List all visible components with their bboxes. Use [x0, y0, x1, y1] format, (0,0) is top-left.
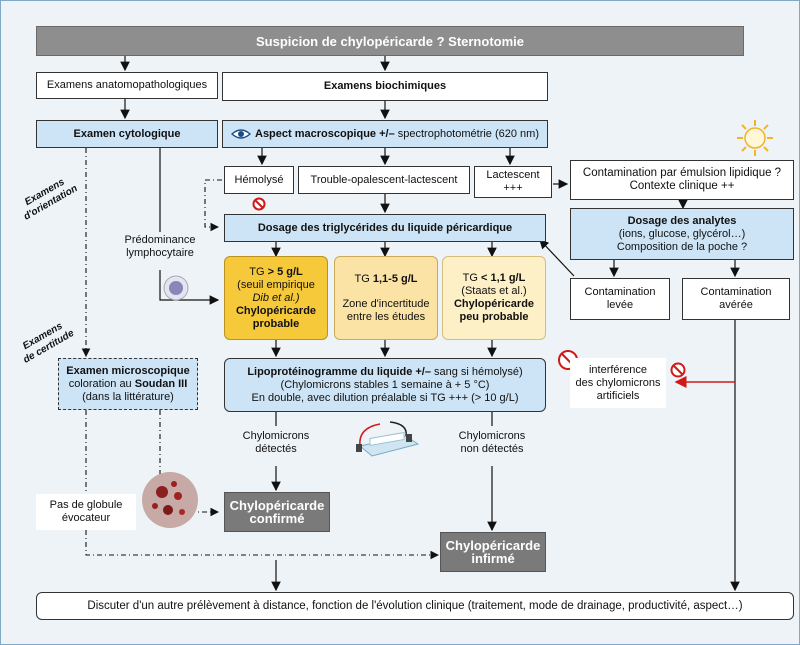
soudan-line3: (dans la littérature)	[82, 390, 174, 403]
aspect-rest-text: spectrophotométrie (620 nm)	[394, 127, 539, 140]
cont-averee-line1: Contamination	[700, 286, 772, 298]
predominance-line2: lymphocytaire	[126, 247, 194, 259]
forbidden-icon	[670, 362, 686, 378]
forbidden-icon	[252, 197, 266, 211]
tg-mid-value: 1,1-5 g/L	[372, 272, 418, 285]
confirme-box: Chylopéricarde confirmé	[224, 492, 330, 532]
tg-mid-line2: Zone d'incertitude	[342, 297, 430, 310]
analytes-box: Dosage des analytes (ions, glucose, glyc…	[570, 208, 794, 260]
lipo-box: Lipoprotéinogramme du liquide +/– sang s…	[224, 358, 546, 412]
infirme-box: Chylopéricarde infirmé	[440, 532, 546, 572]
exams-biochem-text: Examens biochimiques	[323, 80, 447, 92]
contexte-text: Contexte clinique ++	[629, 180, 735, 192]
confirme-line1: Chylopéricarde	[229, 498, 325, 513]
tg-mid-line3: entre les études	[346, 310, 426, 323]
exams-anapath-box: Examens anatomopathologiques	[36, 72, 218, 99]
contamination-averee-box: Contamination avérée	[682, 278, 790, 320]
contamination-q-text: Contamination par émulsion lipidique ?	[582, 167, 782, 179]
interference-line1: interférence	[588, 363, 648, 376]
tg-high-line4: Chylopéricarde	[235, 304, 317, 317]
aspect-box: Aspect macroscopique +/– spectrophotomét…	[222, 120, 548, 148]
soudan-box: Examen microscopique coloration au Souda…	[58, 358, 198, 410]
bottom-text: Discuter d'un autre prélèvement à distan…	[87, 599, 743, 612]
predominance-line1: Prédominance	[124, 234, 196, 246]
hemolyse-text: Hémolysé	[234, 173, 284, 186]
lipo-rest-text: sang si hémolysé)	[430, 365, 523, 378]
tg-low-line2: (Staats et al.)	[461, 285, 527, 297]
lymphocyte-icon	[163, 275, 189, 301]
pas-globule-line1: Pas de globule	[49, 499, 123, 511]
soudan-line2b: Soudan III	[134, 377, 188, 390]
tg-high-line2: (seuil empirique	[237, 278, 315, 291]
infirme-line2: infirmé	[471, 551, 515, 566]
cont-levee-line1: Contamination	[584, 286, 656, 298]
tg-low-box: TG < 1,1 g/L (Staats et al.) Chylopérica…	[442, 256, 546, 340]
hemolyse-box: Hémolysé	[224, 166, 294, 194]
tg-mid-box: TG 1,1-5 g/L Zone d'incertitude entre le…	[334, 256, 438, 340]
tg-low-line3: Chylopéricarde	[453, 298, 535, 310]
tg-mid-prefix: TG	[354, 272, 373, 285]
contamination-question-box: Contamination par émulsion lipidique ? C…	[570, 160, 794, 200]
dosage-tg-text: Dosage des triglycérides du liquide péri…	[257, 221, 513, 234]
predominance-label: Prédominance lymphocytaire	[118, 234, 202, 260]
lipo-bold-text: Lipoprotéinogramme du liquide +/–	[247, 365, 431, 378]
chylo-not-detected-line2: non détectés	[460, 443, 524, 455]
chylo-not-detected-line1: Chylomicrons	[458, 430, 526, 442]
chylo-detected-line1: Chylomicrons	[242, 430, 310, 442]
cytology-text: Examen cytologique	[73, 127, 181, 140]
tg-high-value: > 5 g/L	[267, 265, 303, 278]
pas-globule-line2: évocateur	[61, 512, 111, 524]
infirme-line1: Chylopéricarde	[445, 538, 541, 553]
page-title: Suspicion de chylopéricarde ? Sternotomi…	[36, 26, 744, 56]
exams-anapath-text: Examens anatomopathologiques	[46, 79, 208, 91]
electrophoresis-icon	[356, 421, 420, 457]
confirme-line2: confirmé	[249, 511, 305, 526]
cont-averee-line2: avérée	[719, 299, 753, 311]
interference-line3: artificiels	[596, 389, 640, 402]
chylo-detected-label: Chylomicrons détectés	[236, 430, 316, 456]
title-text: Suspicion de chylopéricarde ? Sternotomi…	[255, 33, 524, 49]
lactescent-box: Lactescent +++	[474, 166, 552, 198]
lipo-line3: En double, avec dilution préalable si TG…	[251, 391, 519, 404]
soudan-line2a: coloration au	[68, 377, 135, 390]
dosage-tg-box: Dosage des triglycérides du liquide péri…	[224, 214, 546, 242]
lipo-line2: (Chylomicrons stables 1 semaine à + 5 °C…	[280, 378, 490, 391]
cytology-box: Examen cytologique	[36, 120, 218, 148]
tg-high-prefix: TG	[249, 265, 268, 278]
chylo-not-detected-label: Chylomicrons non détectés	[452, 430, 532, 456]
tg-high-line3: Dib et al.)	[252, 291, 300, 304]
tg-high-line5: probable	[252, 317, 300, 330]
contamination-levee-box: Contamination levée	[570, 278, 670, 320]
bottom-recommendation: Discuter d'un autre prélèvement à distan…	[36, 592, 794, 620]
trouble-box: Trouble-opalescent-lactescent	[298, 166, 470, 194]
lipid-emulsion-icon	[737, 120, 773, 156]
pas-globule-box: Pas de globule évocateur	[36, 494, 136, 530]
interference-line2: des chylomicrons	[575, 376, 661, 389]
tg-low-line4: peu probable	[459, 311, 529, 323]
eye-icon	[231, 129, 251, 139]
fat-globule-micrograph	[142, 472, 198, 528]
tg-low-prefix: TG	[462, 272, 481, 284]
analytes-title: Dosage des analytes	[627, 214, 737, 227]
lactescent-plus-text: +++	[503, 182, 523, 194]
tg-low-value: < 1,1 g/L	[481, 272, 526, 284]
analytes-line2: Composition de la poche ?	[616, 240, 748, 253]
soudan-line1: Examen microscopique	[66, 364, 190, 377]
tg-high-box: TG > 5 g/L (seuil empirique Dib et al.) …	[224, 256, 328, 340]
lactescent-text: Lactescent	[486, 169, 540, 181]
interference-box: interférence des chylomicrons artificiel…	[570, 358, 666, 408]
cont-levee-line2: levée	[606, 299, 634, 311]
chylo-detected-line2: détectés	[255, 443, 297, 455]
exams-biochem-box: Examens biochimiques	[222, 72, 548, 101]
analytes-line1: (ions, glucose, glycérol…)	[618, 227, 746, 240]
aspect-bold-text: Aspect macroscopique +/–	[255, 127, 395, 140]
trouble-text: Trouble-opalescent-lactescent	[310, 173, 458, 186]
